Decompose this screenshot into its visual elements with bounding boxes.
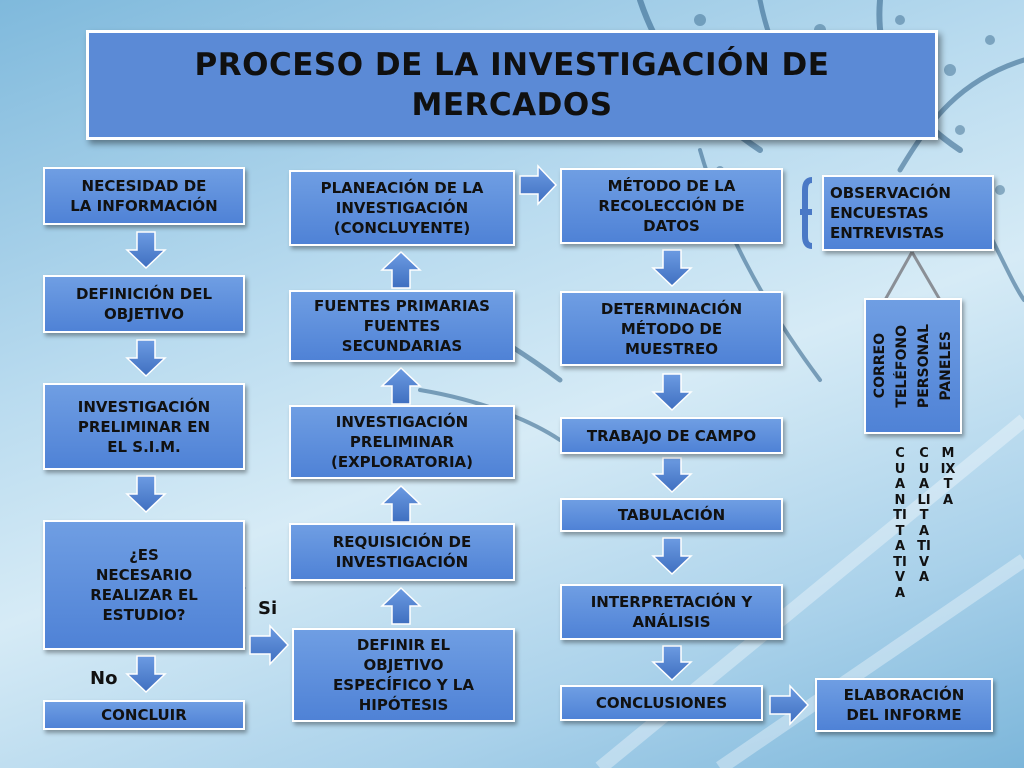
- medio-personal: PERSONAL: [916, 323, 932, 409]
- decision-text: ¿ES NECESARIO REALIZAR EL ESTUDIO?: [90, 546, 198, 624]
- muestreo-text: DETERMINACIÓN MÉTODO DE MUESTREO: [600, 299, 743, 358]
- muestreo-box: DETERMINACIÓN MÉTODO DE MUESTREO: [560, 291, 783, 366]
- tecnicas-box: OBSERVACIÓN ENCUESTAS ENTREVISTAS: [822, 175, 994, 251]
- definir-box: DEFINIR EL OBJETIVO ESPECÍFICO Y LA HIPÓ…: [292, 628, 515, 722]
- fuentes-text: FUENTES PRIMARIAS FUENTES SECUNDARIAS: [314, 297, 490, 355]
- preliminar-sim-text: INVESTIGACIÓN PRELIMINAR EN EL S.I.M.: [77, 397, 211, 456]
- tabulacion-text: TABULACIÓN: [617, 506, 726, 524]
- trabajo-box: TRABAJO DE CAMPO: [560, 417, 783, 454]
- trabajo-text: TRABAJO DE CAMPO: [586, 426, 757, 445]
- planeacion-text: PLANEACIÓN DE LA INVESTIGACIÓN (CONCLUYE…: [320, 179, 484, 237]
- exploratoria-box: INVESTIGACIÓN PRELIMINAR (EXPLORATORIA): [289, 405, 515, 479]
- no-label: No: [90, 668, 118, 689]
- definicion-box: DEFINICIÓN DEL OBJETIVO: [43, 275, 245, 333]
- preliminar-sim-box: INVESTIGACIÓN PRELIMINAR EN EL S.I.M.: [43, 383, 245, 470]
- interpretacion-box: INTERPRETACIÓN Y ANÁLISIS: [560, 584, 783, 640]
- conclusiones-box: CONCLUSIONES: [560, 685, 763, 721]
- definicion-text: DEFINICIÓN DEL OBJETIVO: [75, 285, 213, 323]
- decision-box: ¿ES NECESARIO REALIZAR EL ESTUDIO?: [43, 520, 245, 650]
- medio-paneles: PANELES: [938, 331, 954, 401]
- si-label: Si: [258, 598, 278, 619]
- conclusiones-text: CONCLUSIONES: [595, 694, 728, 712]
- medio-telefono: TELÉFONO: [894, 324, 910, 408]
- requisicion-text: REQUISICIÓN DE INVESTIGACIÓN: [332, 533, 472, 571]
- mixta-label: MIXTA: [940, 446, 956, 508]
- cuantitativa-label: CUANTITATIVA: [893, 446, 907, 601]
- metodo-text: MÉTODO DE LA RECOLECCIÓN DE DATOS: [598, 177, 745, 235]
- medios-box: CORREO TELÉFONO PERSONAL PANELES: [864, 298, 962, 434]
- planeacion-box: PLANEACIÓN DE LA INVESTIGACIÓN (CONCLUYE…: [289, 170, 515, 246]
- concluir-box: CONCLUIR: [43, 700, 245, 730]
- page-title-text: PROCESO DE LA INVESTIGACIÓN DE MERCADOS: [194, 47, 830, 123]
- fuentes-box: FUENTES PRIMARIAS FUENTES SECUNDARIAS: [289, 290, 515, 362]
- medios-column: CORREO TELÉFONO PERSONAL PANELES: [870, 300, 956, 432]
- exploratoria-text: INVESTIGACIÓN PRELIMINAR (EXPLORATORIA): [330, 413, 473, 471]
- elaboracion-box: ELABORACIÓN DEL INFORME: [815, 678, 993, 732]
- definir-text: DEFINIR EL OBJETIVO ESPECÍFICO Y LA HIPÓ…: [333, 636, 474, 714]
- necesidad-box: NECESIDAD DE LA INFORMACIÓN: [43, 167, 245, 225]
- cualitativa-label: CUALITATIVA: [917, 446, 931, 585]
- concluir-text: CONCLUIR: [101, 706, 187, 724]
- interpretacion-text: INTERPRETACIÓN Y ANÁLISIS: [590, 593, 753, 631]
- medio-correo: CORREO: [872, 333, 888, 399]
- elaboracion-text: ELABORACIÓN DEL INFORME: [843, 686, 965, 724]
- tecnicas-text: OBSERVACIÓN ENCUESTAS ENTREVISTAS: [830, 184, 951, 242]
- page-title: PROCESO DE LA INVESTIGACIÓN DE MERCADOS: [86, 30, 938, 140]
- metodo-box: MÉTODO DE LA RECOLECCIÓN DE DATOS: [560, 168, 783, 244]
- necesidad-text: NECESIDAD DE LA INFORMACIÓN: [70, 177, 218, 215]
- requisicion-box: REQUISICIÓN DE INVESTIGACIÓN: [289, 523, 515, 581]
- tabulacion-box: TABULACIÓN: [560, 498, 783, 532]
